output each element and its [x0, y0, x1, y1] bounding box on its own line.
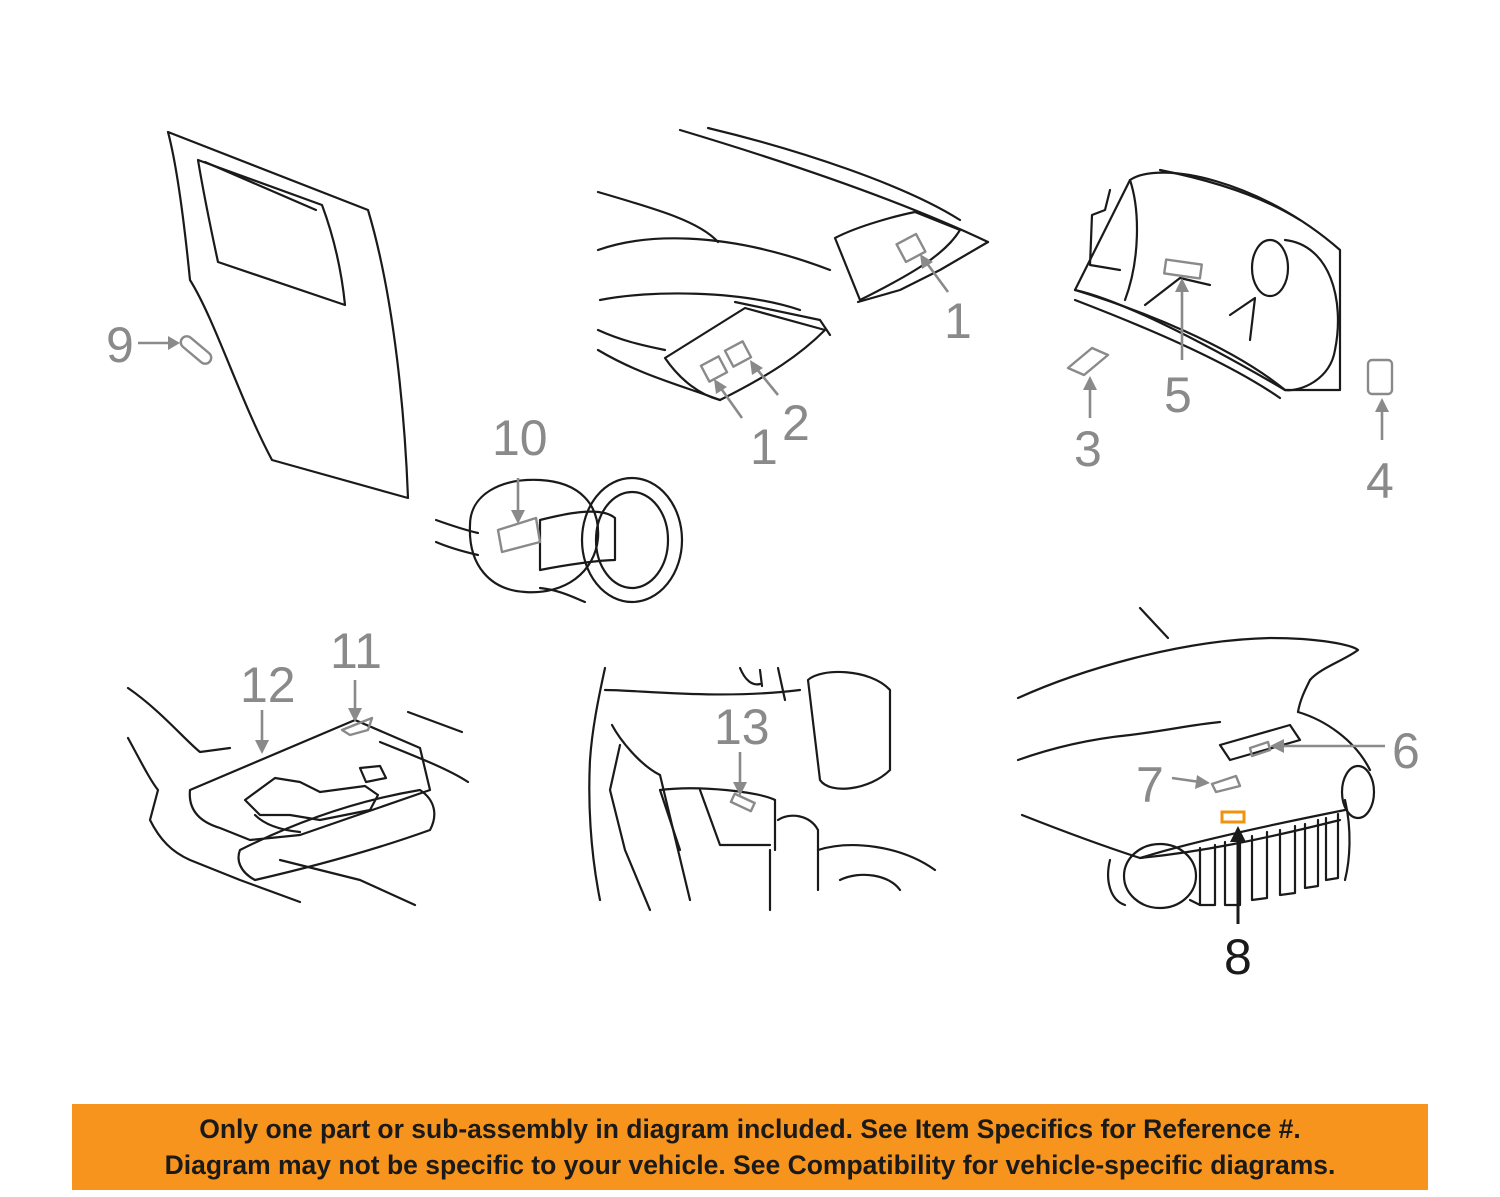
disclaimer-banner: Only one part or sub-assembly in diagram… [72, 1104, 1428, 1190]
callout-9[interactable]: 9 [106, 317, 134, 373]
cargo-area-view: 13 [588, 666, 937, 912]
front-grille-view: 6 7 8 [1016, 606, 1420, 985]
callout-12[interactable]: 12 [240, 657, 296, 713]
callout-11[interactable]: 11 [330, 623, 382, 679]
label-6-decal [1248, 740, 1272, 758]
hood-underside-view: 1 1 2 [596, 126, 990, 475]
disclaimer-line-1: Only one part or sub-assembly in diagram… [199, 1114, 1301, 1144]
console-view: 11 12 [126, 623, 470, 907]
rear-door-view: 9 [106, 130, 410, 500]
label-7-decal [1210, 774, 1242, 794]
callout-3[interactable]: 3 [1074, 421, 1102, 477]
label-13-decal [729, 792, 756, 813]
label-10-decal [496, 516, 542, 554]
callout-2[interactable]: 2 [782, 395, 810, 451]
callout-5[interactable]: 5 [1164, 367, 1192, 423]
callout-1-hood[interactable]: 1 [944, 293, 972, 349]
label-9-decal [179, 335, 213, 365]
instrument-panel-view: 5 3 4 [1066, 168, 1394, 509]
label-11-decal [340, 716, 374, 737]
disclaimer-line-2: Diagram may not be specific to your vehi… [164, 1150, 1336, 1180]
label-4-decal [1366, 358, 1394, 396]
label-2-decal [723, 340, 753, 368]
callout-13[interactable]: 13 [714, 699, 770, 755]
callout-4[interactable]: 4 [1366, 453, 1394, 509]
label-5-decal [1163, 258, 1203, 280]
callout-6[interactable]: 6 [1392, 723, 1420, 779]
label-8-decal-highlighted[interactable] [1220, 810, 1246, 824]
label-1-decal-b [699, 355, 729, 383]
fuel-door-view: 10 [434, 410, 684, 604]
callout-7[interactable]: 7 [1136, 757, 1164, 813]
label-3-decal [1066, 346, 1110, 377]
label-1-decal-a [895, 232, 927, 264]
callout-10[interactable]: 10 [492, 410, 548, 466]
parts-diagram: 9 1 1 2 [106, 126, 1420, 985]
callout-1-hood-lower[interactable]: 1 [750, 419, 778, 475]
callout-8-highlighted[interactable]: 8 [1224, 929, 1252, 985]
